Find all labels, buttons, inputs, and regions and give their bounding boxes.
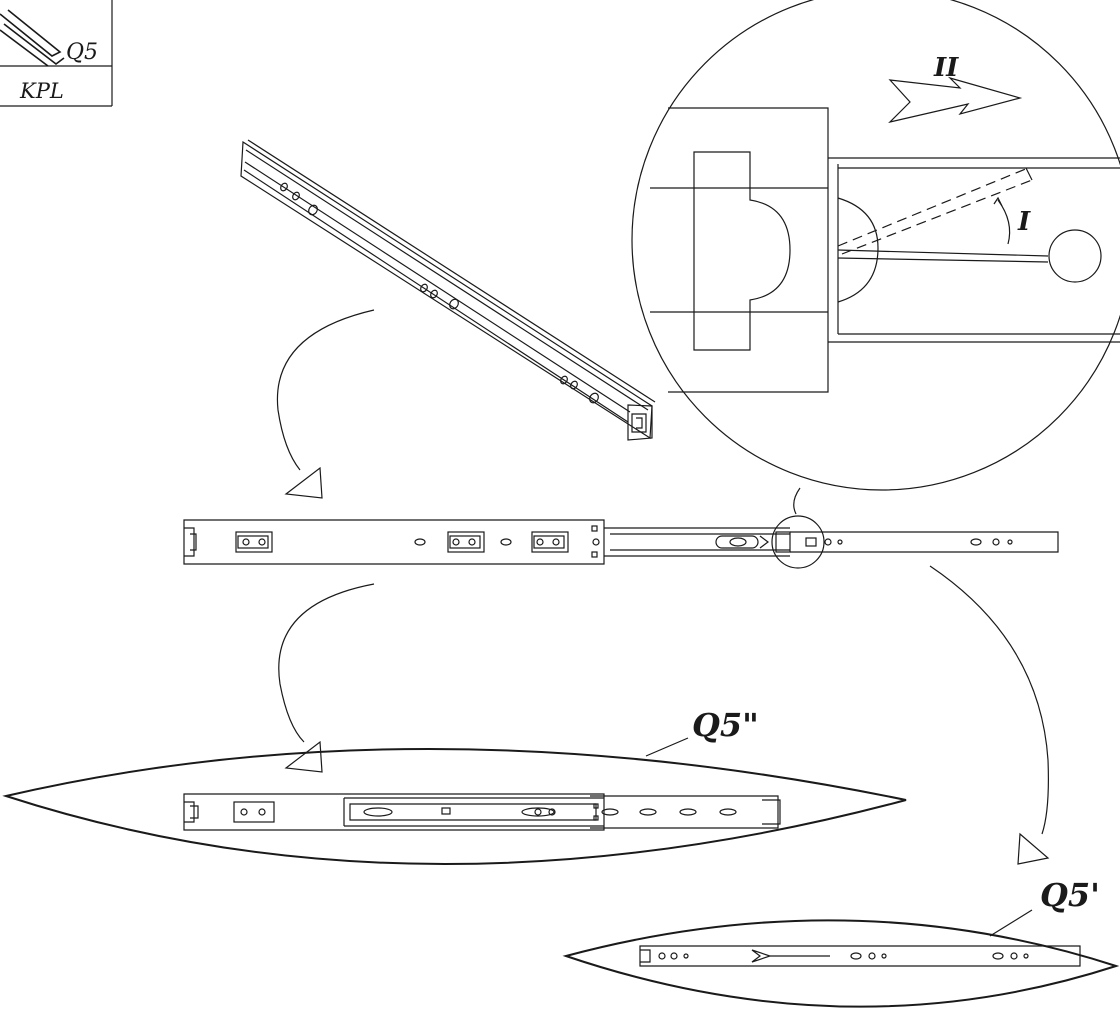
variant-single-label: Q5' [1040, 876, 1100, 914]
flow-arrow-to-variant-single [929, 565, 1050, 865]
variant-single-view: Q5' [562, 876, 1120, 1008]
part-code: Q5 [66, 40, 98, 65]
part-label-box: Q5 KPL [0, 0, 113, 107]
direction-label: II [933, 53, 959, 83]
arrow-head-icon [284, 466, 323, 499]
rail-mounting-holes [280, 182, 599, 404]
flow-arrow-to-variant-double [278, 583, 375, 773]
isometric-drawer-rail [240, 139, 656, 441]
side-view-rail-assembly [183, 515, 1059, 569]
arrow-head-icon [284, 740, 323, 773]
arrow-head-icon [1017, 832, 1050, 865]
kit-code: KPL [19, 79, 64, 103]
rail-thumbnail-icon [0, 9, 65, 67]
detail-callout-circle [771, 515, 825, 569]
variant-double-view: Q5" [2, 706, 907, 865]
detail-magnified-view: I II [631, 0, 1120, 515]
flow-arrow-to-side-view [276, 309, 375, 499]
variant-double-label: Q5" [692, 706, 759, 744]
slide-direction-arrow-icon [888, 76, 1023, 124]
rotation-label: I [1017, 207, 1031, 237]
